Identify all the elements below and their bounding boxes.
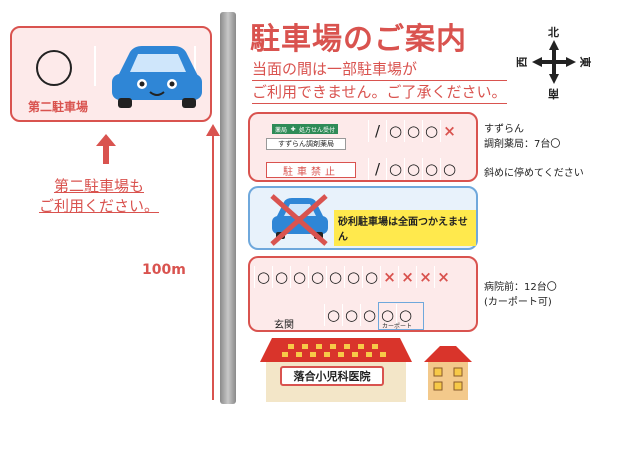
no-parking-sign: 駐車禁止 [266, 162, 356, 178]
gravel-parking-lot: 砂利駐車場は全面つかえません [248, 186, 478, 250]
parking-stripe [94, 46, 96, 86]
car-icon [112, 46, 202, 108]
entrance-label: 玄関 [274, 320, 294, 331]
road [220, 12, 236, 404]
carport-label: カーポート [382, 323, 413, 330]
subtitle-line-2: ご利用できません。ご了承ください。 [252, 81, 507, 104]
pharmacy-note: すずらん 調剤薬局：7台〇 [484, 122, 560, 152]
available-slot-circle [36, 50, 72, 86]
pharmacy-parking-lot: 薬局 ✚ 処方せん受付 すずらん調剤薬局 /○○○× /○○○○ 駐車禁止 [248, 112, 478, 182]
diagonal-parking-note: 斜めに停めてください [484, 168, 584, 179]
available-slot: ○ [386, 120, 404, 142]
available-slot: ○ [342, 304, 360, 326]
compass-east: 東 [578, 56, 592, 68]
house-icon [424, 346, 472, 400]
available-slot: ○ [324, 304, 342, 326]
available-slot: ○ [290, 266, 308, 288]
available-slot: ○ [440, 158, 458, 180]
available-slot: ○ [422, 158, 440, 180]
arrow-up-icon [96, 134, 116, 164]
available-slot: ○ [272, 266, 290, 288]
unavailable-slot: × [434, 266, 452, 288]
hospital-note: 病院前：12台〇 (カーポート可) [484, 280, 557, 310]
guide-line-2: ご利用ください。 [38, 197, 159, 215]
compass: 北 東 南 西 [514, 22, 594, 102]
slot-row-hospital-1: ○○○○○○○×××× [254, 266, 452, 288]
compass-west: 西 [515, 56, 529, 68]
second-lot-guide: 第二駐車場も ご利用ください。 [14, 176, 184, 216]
available-slot: ○ [344, 266, 362, 288]
available-slot: ○ [422, 120, 440, 142]
subtitle-line-1: 当面の間は一部駐車場が [252, 58, 507, 81]
notice-subtitle: 当面の間は一部駐車場が ご利用できません。ご了承ください。 [252, 58, 507, 104]
available-slot: ○ [396, 304, 414, 326]
gravel-closed-label: 砂利駐車場は全面つかえません [334, 210, 476, 246]
available-slot: ○ [404, 158, 422, 180]
hospital-note-line-2: (カーポート可) [484, 297, 552, 308]
compass-cross-icon [532, 40, 576, 84]
slot-divider: / [368, 158, 386, 180]
unavailable-slot: × [440, 120, 458, 142]
pharmacy-name: すずらん調剤薬局 [266, 138, 346, 150]
available-slot: ○ [404, 120, 422, 142]
second-parking-lot: 第二駐車場 [10, 26, 212, 122]
slot-divider: / [368, 120, 386, 142]
pharmacy-sign: 薬局 ✚ 処方せん受付 [272, 124, 338, 134]
page-title: 駐車場のご案内 [250, 22, 467, 57]
pharmacy-note-line-1: すずらん [484, 124, 524, 135]
guide-line-1: 第二駐車場も [53, 177, 144, 195]
pharmacy-sign-text: 薬局 [275, 126, 288, 134]
parking-stripe [194, 46, 196, 86]
pharmacy-note-line-2: 調剤薬局：7台〇 [484, 139, 561, 150]
second-lot-label: 第二駐車場 [28, 100, 89, 114]
carport: カーポート [378, 302, 424, 330]
compass-north: 北 [548, 26, 559, 39]
unavailable-slot: × [380, 266, 398, 288]
distance-label: 100m [142, 262, 186, 278]
compass-south: 南 [548, 87, 559, 100]
available-slot: ○ [360, 304, 378, 326]
slot-row-1: /○○○× [368, 120, 458, 142]
distance-line [212, 130, 214, 400]
hospital-note-line-1: 病院前：12台〇 [484, 282, 557, 293]
available-slot: ○ [386, 158, 404, 180]
crossed-car-icon [270, 194, 328, 246]
hospital-parking-lot: ○○○○○○○×××× ○○○○○ カーポート 玄関 [248, 256, 478, 332]
pharmacy-cross-icon: ✚ [290, 125, 296, 133]
available-slot: ○ [326, 266, 344, 288]
available-slot: ○ [254, 266, 272, 288]
slot-row-2: /○○○○ [368, 158, 458, 180]
clinic-name: 落合小児科医院 [280, 366, 384, 386]
unavailable-slot: × [416, 266, 434, 288]
available-slot: ○ [362, 266, 380, 288]
slot-row-hospital-2: ○○○○○ [324, 304, 414, 326]
available-slot: ○ [308, 266, 326, 288]
prescription-sign-text: 処方せん受付 [298, 126, 335, 134]
pharmacy-building: 薬局 ✚ 処方せん受付 すずらん調剤薬局 [262, 120, 346, 154]
unavailable-slot: × [398, 266, 416, 288]
clinic-building: 落合小児科医院 [258, 336, 414, 402]
